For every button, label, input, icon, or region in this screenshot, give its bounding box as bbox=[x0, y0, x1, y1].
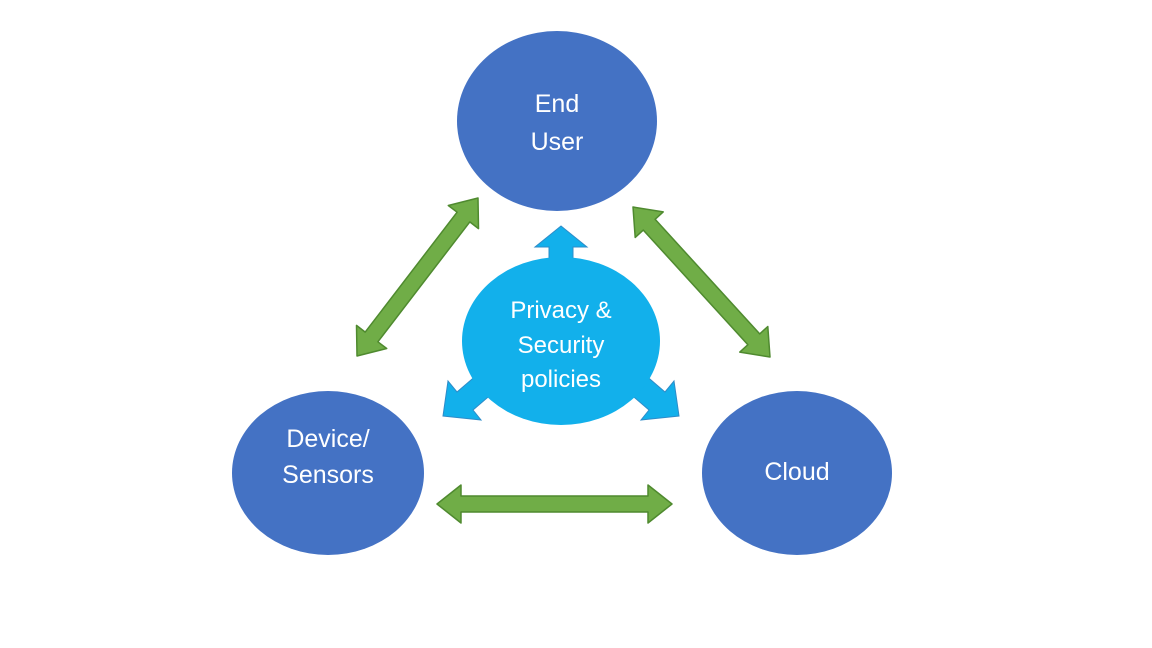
node-cloud: Cloud bbox=[702, 391, 892, 555]
arrow-device-to-cloud bbox=[436, 484, 673, 524]
node-device-sensors: Device/ Sensors bbox=[232, 391, 424, 555]
cloud-label: Cloud bbox=[764, 458, 829, 486]
device-sensors-circle bbox=[232, 391, 424, 555]
center-label-line3: policies bbox=[521, 366, 601, 393]
center-circle bbox=[462, 257, 660, 425]
center-hub: Privacy & Security policies bbox=[442, 225, 680, 425]
arrow-end-user-to-cloud bbox=[632, 206, 771, 358]
node-end-user: End User bbox=[457, 31, 657, 211]
device-sensors-label-line1: Device/ bbox=[286, 425, 369, 453]
end-user-label-line2: User bbox=[531, 128, 584, 156]
arrow-device-to-end-user bbox=[355, 197, 480, 357]
center-label-line1: Privacy & bbox=[510, 297, 611, 324]
end-user-circle bbox=[457, 31, 657, 211]
center-label-line2: Security bbox=[518, 332, 605, 359]
device-sensors-label-line2: Sensors bbox=[282, 461, 374, 489]
cloud-circle bbox=[702, 391, 892, 555]
end-user-label-line1: End bbox=[535, 90, 579, 118]
